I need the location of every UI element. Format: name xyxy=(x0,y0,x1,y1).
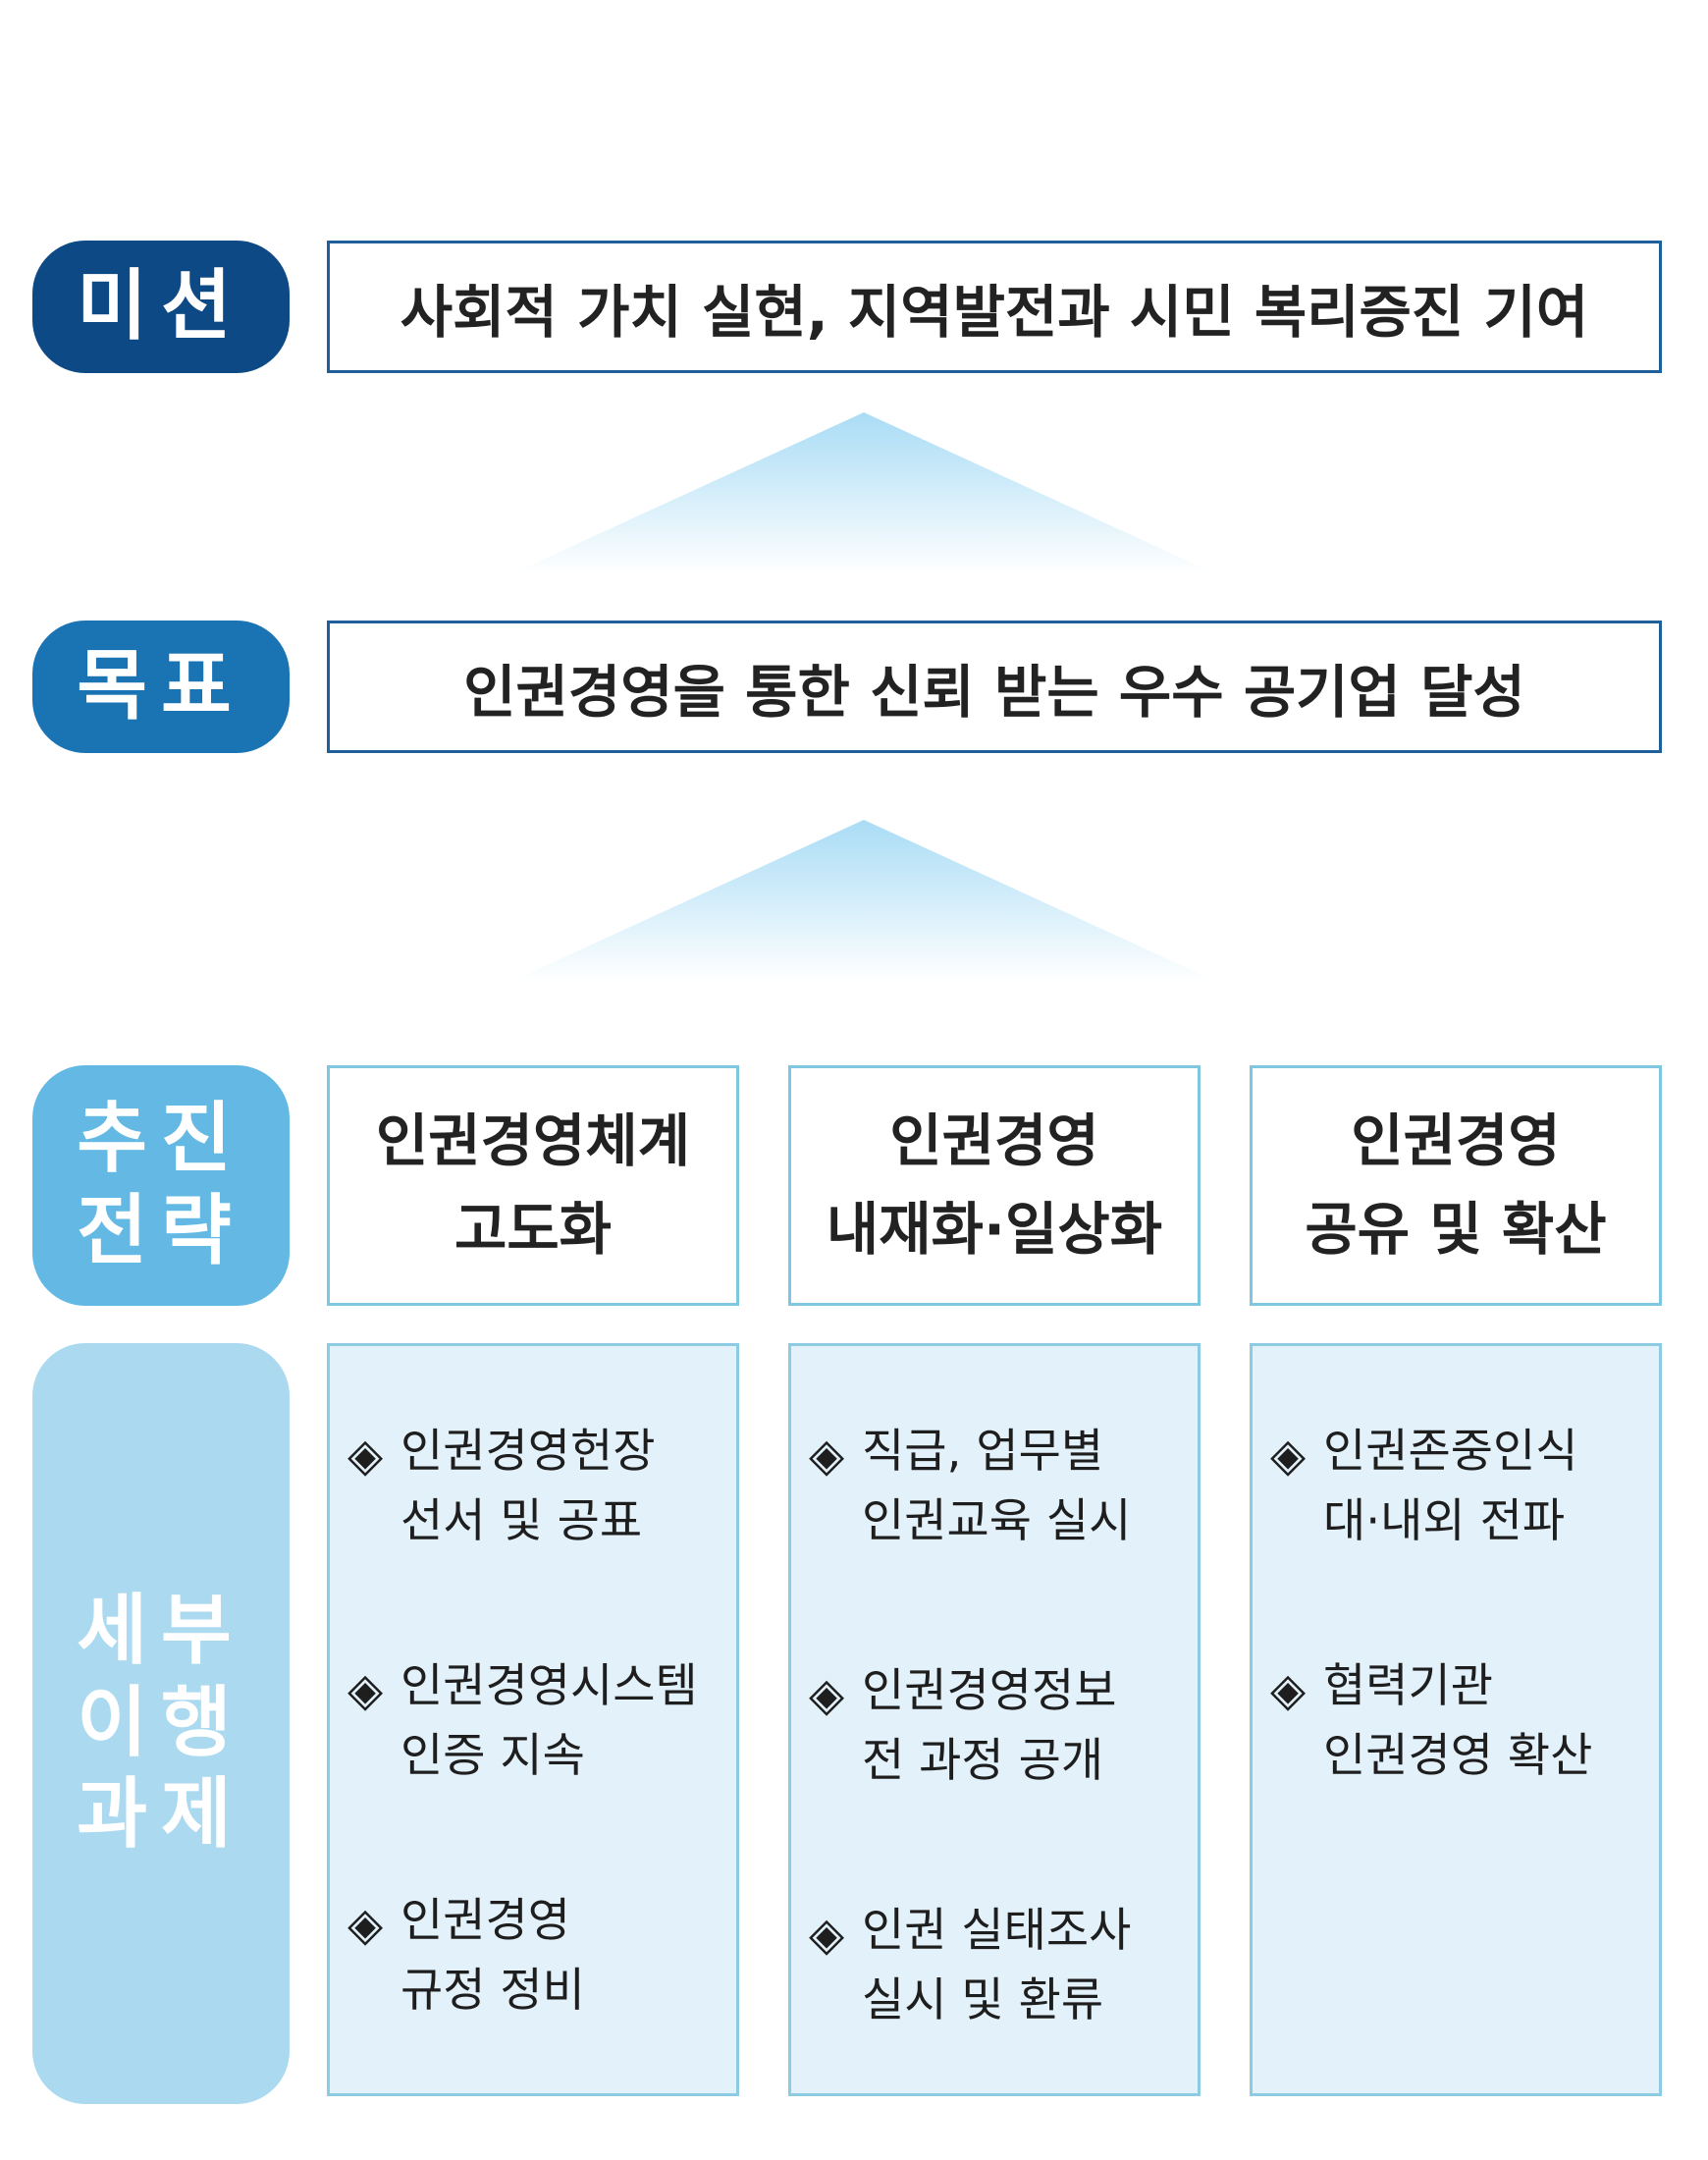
diamond-bullet-icon: ◈ xyxy=(809,1908,845,1962)
strategy-box-1: 인권경영체계 고도화 xyxy=(327,1065,739,1306)
strategy-line: 고도화 xyxy=(454,1195,613,1263)
goal-text: 인권경영을 통한 신뢰 받는 우수 공기업 달성 xyxy=(463,658,1525,726)
task-item: ◈ 협력기관 인권경영 확산 xyxy=(1270,1651,1592,1792)
mission-text: 사회적 가치 실현, 지역발전과 시민 복리증진 기여 xyxy=(400,278,1589,346)
mission-box: 사회적 가치 실현, 지역발전과 시민 복리증진 기여 xyxy=(327,241,1662,373)
task-box-2: ◈ 직급, 업무별 인권교육 실시 ◈ 인권경영정보 전 과정 공개 ◈ 인권 … xyxy=(788,1343,1201,2096)
task-box-3: ◈ 인권존중인식 대·내외 전파 ◈ 협력기관 인권경영 확산 xyxy=(1250,1343,1662,2096)
task-item: ◈ 인권경영시스템 인증 지속 xyxy=(347,1651,698,1792)
strategy-line: 인권경영 xyxy=(889,1107,1099,1174)
strategy-box-2: 인권경영 내재화·일상화 xyxy=(788,1065,1201,1306)
diamond-bullet-icon: ◈ xyxy=(347,1898,384,1952)
strategy-line: 내재화·일상화 xyxy=(826,1195,1163,1263)
strategy-line: 인권경영 xyxy=(1351,1107,1561,1174)
task-item: ◈ 인권경영 규정 정비 xyxy=(347,1886,585,2026)
task-item: ◈ 인권경영헌장 선서 및 공표 xyxy=(347,1417,655,1557)
strategy-box-3: 인권경영 공유 및 확산 xyxy=(1250,1065,1662,1306)
task-item: ◈ 직급, 업무별 인권교육 실시 xyxy=(809,1417,1131,1557)
diamond-bullet-icon: ◈ xyxy=(809,1668,845,1722)
up-arrow-1 xyxy=(510,412,1217,574)
goal-label: 목표 xyxy=(32,621,290,753)
task-item: ◈ 인권존중인식 대·내외 전파 xyxy=(1270,1417,1577,1557)
diamond-bullet-icon: ◈ xyxy=(1270,1663,1307,1717)
strategy-label: 추진 전략 xyxy=(32,1065,290,1306)
diamond-bullet-icon: ◈ xyxy=(347,1663,384,1717)
goal-box: 인권경영을 통한 신뢰 받는 우수 공기업 달성 xyxy=(327,621,1662,753)
up-arrow-2 xyxy=(510,820,1217,982)
tasks-label: 세부 이행 과제 xyxy=(32,1343,290,2104)
task-item: ◈ 인권경영정보 전 과정 공개 xyxy=(809,1656,1116,1797)
diamond-bullet-icon: ◈ xyxy=(809,1429,845,1483)
task-item: ◈ 인권 실태조사 실시 및 환류 xyxy=(809,1896,1131,2036)
strategy-line: 공유 및 확산 xyxy=(1305,1195,1607,1263)
task-box-1: ◈ 인권경영헌장 선서 및 공표 ◈ 인권경영시스템 인증 지속 ◈ 인권경영 … xyxy=(327,1343,739,2096)
diamond-bullet-icon: ◈ xyxy=(347,1429,384,1483)
diamond-bullet-icon: ◈ xyxy=(1270,1429,1307,1483)
strategy-line: 인권경영체계 xyxy=(375,1107,691,1174)
mission-label: 미션 xyxy=(32,241,290,373)
